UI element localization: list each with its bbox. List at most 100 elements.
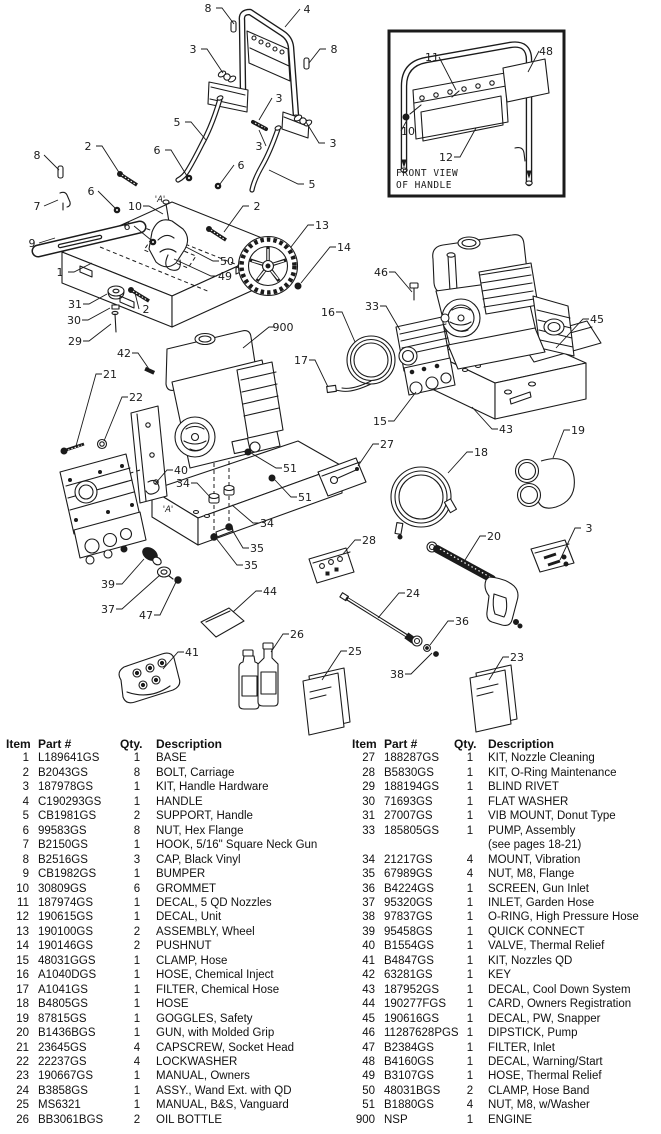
part-qty: 1 bbox=[466, 925, 474, 938]
part-item: 36 bbox=[362, 882, 375, 895]
part-description: CARD, Owners Registration bbox=[488, 998, 632, 1011]
part-description: KIT, Nozzles QD bbox=[488, 954, 573, 967]
part-description: HOOK, 5/16" Square Neck Gun bbox=[156, 839, 318, 852]
callout-6: 6 bbox=[238, 159, 245, 172]
part-qty: 4 bbox=[466, 1099, 474, 1112]
part-item bbox=[352, 838, 378, 852]
callout-21: 21 bbox=[103, 368, 117, 381]
part-number: B2516GS bbox=[38, 853, 88, 866]
part-description: ENGINE bbox=[488, 1113, 533, 1126]
callout-5: 5 bbox=[309, 178, 316, 191]
part-item: 5 bbox=[22, 810, 29, 823]
part-number: 97837GS bbox=[384, 911, 433, 924]
part-qty: 1 bbox=[466, 940, 474, 953]
part-qty: 2 bbox=[466, 1084, 474, 1097]
key bbox=[144, 366, 156, 375]
thermal-relief-valve bbox=[145, 479, 160, 495]
part-description: NUT, M8, w/Washer bbox=[488, 1099, 590, 1112]
part-description: KEY bbox=[488, 969, 512, 982]
callout-leader-9 bbox=[38, 237, 56, 244]
inset-warning-decal bbox=[502, 58, 550, 103]
part-qty: 1 bbox=[133, 1027, 141, 1040]
part-number: MS6321 bbox=[38, 1099, 81, 1112]
part-number: B1554GS bbox=[384, 940, 434, 953]
callout-leader-21 bbox=[75, 373, 102, 447]
part-description: DECAL, Cool Down System bbox=[488, 983, 631, 996]
vib-mount-donut bbox=[107, 285, 125, 300]
part-number: CB1982GS bbox=[38, 868, 97, 881]
callout-14: 14 bbox=[337, 241, 351, 254]
part-number: B2384GS bbox=[384, 1041, 434, 1054]
part-item: 34 bbox=[362, 853, 375, 866]
garden-hose-inlet bbox=[156, 566, 174, 580]
part-number: B2150GS bbox=[38, 839, 88, 852]
callout-34: 34 bbox=[260, 517, 274, 530]
callout-22: 22 bbox=[129, 391, 143, 404]
engine-900 bbox=[105, 330, 284, 504]
part-description: DIPSTICK, Pump bbox=[488, 1027, 578, 1040]
part-item: 26 bbox=[16, 1113, 29, 1126]
callout-leader-2 bbox=[223, 205, 249, 233]
part-description: QUICK CONNECT bbox=[488, 925, 585, 938]
part-item: 25 bbox=[16, 1099, 29, 1112]
callout-leader-5 bbox=[185, 121, 207, 141]
engine bbox=[432, 234, 575, 370]
hp-oring bbox=[433, 651, 439, 657]
callout-leader-3 bbox=[258, 129, 267, 147]
part-description: GUN, with Molded Grip bbox=[156, 1027, 275, 1040]
part-number: 22237GS bbox=[38, 1055, 87, 1068]
part-item: 23 bbox=[16, 1070, 29, 1083]
callout-leader-3 bbox=[559, 527, 581, 561]
callout-leader-34 bbox=[191, 482, 211, 498]
part-qty: 1 bbox=[133, 998, 141, 1011]
nozzle-cleaning-kit bbox=[317, 457, 367, 497]
column-header: Item bbox=[352, 737, 377, 751]
column-header: Description bbox=[488, 737, 555, 751]
callout-3: 3 bbox=[586, 522, 593, 535]
callout-3: 3 bbox=[256, 140, 263, 153]
part-qty: 1 bbox=[466, 766, 474, 779]
part-description: NUT, Hex Flange bbox=[156, 824, 244, 837]
callout-leader-46 bbox=[389, 271, 413, 293]
part-description: MOUNT, Vibration bbox=[488, 853, 581, 866]
part-description: ASSY., Wand Ext. with QD bbox=[156, 1084, 292, 1097]
nut-washer bbox=[268, 474, 276, 482]
vinyl-cap bbox=[230, 20, 237, 33]
part-description: BUMPER bbox=[156, 868, 206, 881]
part-description: ASSEMBLY, Wheel bbox=[156, 925, 255, 938]
callout-35: 35 bbox=[244, 559, 258, 572]
part-number: 23645GS bbox=[38, 1041, 87, 1054]
callout-6: 6 bbox=[124, 220, 131, 233]
callout-5: 5 bbox=[174, 116, 181, 129]
callout-leader-33 bbox=[380, 305, 401, 331]
part-description: BASE bbox=[156, 752, 187, 765]
part-qty: 1 bbox=[466, 969, 474, 982]
callout-6: 6 bbox=[154, 144, 161, 157]
callout-19: 19 bbox=[571, 424, 585, 437]
part-number: B4805GS bbox=[38, 998, 88, 1011]
part-number: 190667GS bbox=[38, 1070, 93, 1083]
part-number: 67989GS bbox=[384, 868, 433, 881]
callout-leader-30 bbox=[82, 307, 111, 321]
callout-51: 51 bbox=[283, 462, 297, 475]
callout-leader-29 bbox=[83, 323, 112, 342]
pump-mounted bbox=[395, 313, 456, 396]
part-number: 187974GS bbox=[38, 896, 93, 909]
part-description: SUPPORT, Handle bbox=[156, 810, 253, 823]
part-number: NSP bbox=[384, 1113, 408, 1126]
part-item: 16 bbox=[16, 969, 29, 982]
m8-flange-nut bbox=[210, 533, 218, 541]
part-number: B4160GS bbox=[384, 1055, 434, 1068]
part-qty: 1 bbox=[133, 781, 141, 794]
callout-3: 3 bbox=[276, 92, 283, 105]
callout-leader-23 bbox=[488, 656, 509, 681]
callout-40: 40 bbox=[174, 464, 188, 477]
part-description: FILTER, Chemical Hose bbox=[156, 983, 280, 996]
part-description: HANDLE bbox=[156, 795, 203, 808]
part-number: B4224GS bbox=[384, 882, 434, 895]
part-description: DECAL, PW, Snapper bbox=[488, 1012, 601, 1025]
callout-9: 9 bbox=[29, 237, 36, 250]
pump-dipstick bbox=[409, 282, 419, 301]
